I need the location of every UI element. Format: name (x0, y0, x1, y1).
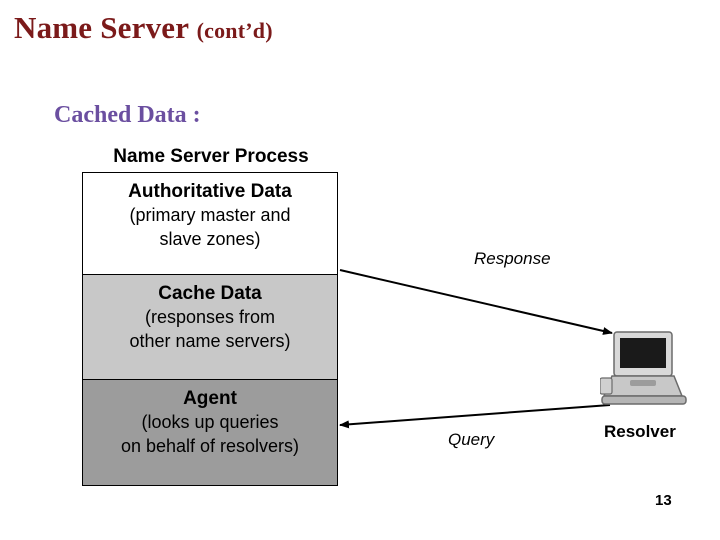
cache-data-box: Cache Data (responses from other name se… (83, 275, 337, 380)
authoritative-data-line-3: slave zones) (159, 229, 261, 250)
query-arrow (339, 404, 611, 429)
authoritative-data-line-1: Authoritative Data (128, 181, 292, 202)
cache-data-line-2: (responses from (144, 307, 276, 328)
agent-line-1: Agent (183, 388, 237, 409)
page-title: Name Server (cont’d) (14, 10, 273, 46)
page-number: 13 (655, 492, 672, 509)
response-label: Response (474, 249, 551, 268)
name-server-process-stack: Authoritative Data (primary master and s… (82, 172, 338, 486)
page-title-cont: (cont’d) (196, 18, 273, 43)
cache-data-line-1: Cache Data (158, 283, 262, 304)
resolver-label: Resolver (604, 422, 676, 441)
authoritative-data-line-2: (primary master and (129, 205, 291, 226)
agent-line-3: on behalf of resolvers) (120, 436, 300, 457)
page-title-main: Name Server (14, 10, 197, 45)
agent-box: Agent (looks up queries on behalf of res… (83, 380, 337, 485)
agent-line-2: (looks up queries (141, 412, 279, 433)
section-subheading: Cached Data : (54, 102, 201, 128)
authoritative-data-box: Authoritative Data (primary master and s… (83, 173, 337, 275)
name-server-process-label: Name Server Process (113, 146, 309, 167)
query-label: Query (448, 430, 495, 449)
response-arrow (339, 269, 613, 335)
cache-data-line-3: other name servers) (129, 331, 291, 352)
computer-icon (600, 331, 687, 405)
